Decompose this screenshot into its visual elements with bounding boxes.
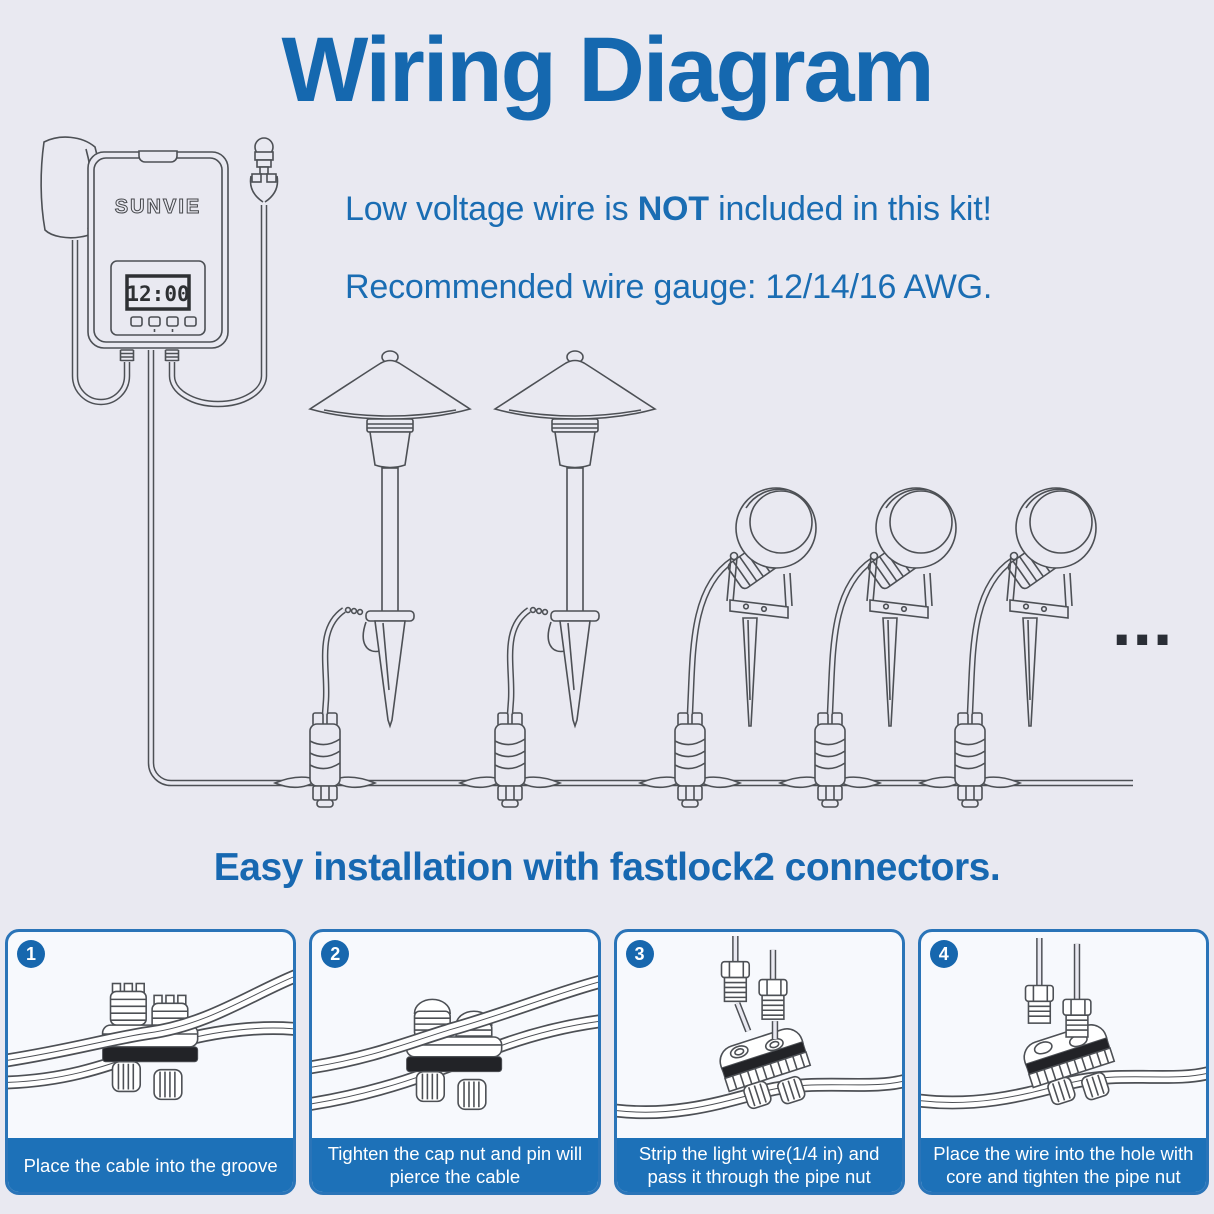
- cable-connector-2: [459, 712, 561, 808]
- note-wire-gauge: Recommended wire gauge: 12/14/16 AWG.: [345, 268, 993, 306]
- installation-steps: 1 Place the cable into the groove: [5, 929, 1209, 1195]
- step-panel-1: 1 Place the cable into the groove: [5, 929, 297, 1195]
- power-cord: [71, 240, 131, 406]
- step-caption-bar: Strip the light wire(1/4 in) and pass it…: [616, 1138, 902, 1192]
- step-number-badge: 3: [625, 940, 654, 968]
- transformer-unit: SUNVIE 12:00: [87, 150, 229, 362]
- spotlight-2: [830, 488, 956, 726]
- step-2-illustration: [312, 975, 598, 1111]
- step-caption-bar: Place the wire into the hole with core a…: [920, 1138, 1206, 1192]
- step-panel-3: 3 Strip the light wire(1/4 in) and pass …: [613, 929, 905, 1195]
- spotlight-1: [690, 488, 816, 726]
- note-text: Low voltage wire is: [345, 190, 638, 228]
- note-text: included in this kit!: [708, 190, 992, 228]
- step-panel-2: 2 Tighten the cap nut and pin will pierc…: [309, 929, 601, 1195]
- main-cable: [147, 350, 1133, 787]
- note-text-emphasis: NOT: [637, 190, 709, 228]
- step-4-illustration: [920, 937, 1206, 1110]
- timer-buttons: [130, 316, 197, 332]
- step-caption: Strip the light wire(1/4 in) and pass it…: [638, 1143, 880, 1187]
- cable-glands: [119, 349, 180, 362]
- path-light-2: [495, 351, 655, 726]
- page-title: Wiring Diagram: [281, 19, 934, 121]
- step-caption: Place the wire into the hole with core a…: [933, 1143, 1194, 1187]
- step-number-badge: 2: [321, 940, 350, 968]
- step-panel-4: 4 Place the wire into the hole with core…: [917, 929, 1209, 1195]
- timer-display: 12:00: [126, 282, 189, 306]
- spotlight-3: [970, 488, 1096, 726]
- cable-connector-3: [639, 712, 741, 808]
- step-number-badge: 4: [929, 940, 958, 968]
- sensor-cord: [168, 205, 268, 408]
- light-sensor-icon: [249, 137, 279, 203]
- step-caption: Tighten the cap nut and pin will pierce …: [327, 1143, 583, 1187]
- cable-connector-1: [274, 712, 376, 808]
- step-caption: Place the cable into the groove: [23, 1154, 278, 1176]
- brand-logo: SUNVIE: [115, 196, 201, 218]
- step-3-illustration: [616, 935, 902, 1120]
- path-light-1: [310, 351, 470, 726]
- note-wire-not-included: Low voltage wire is NOT included in this…: [345, 190, 992, 229]
- step-1-illustration: [8, 969, 294, 1101]
- step-caption-bar: Tighten the cap nut and pin will pierce …: [312, 1138, 598, 1192]
- step-number-badge: 1: [17, 940, 45, 968]
- section-heading: Easy installation with fastlock2 connect…: [213, 846, 1001, 889]
- cable-connector-4: [779, 712, 881, 808]
- cable-connector-5: [919, 712, 1021, 808]
- more-lights-ellipsis: ...: [1112, 582, 1174, 660]
- step-caption-bar: Place the cable into the groove: [8, 1138, 294, 1192]
